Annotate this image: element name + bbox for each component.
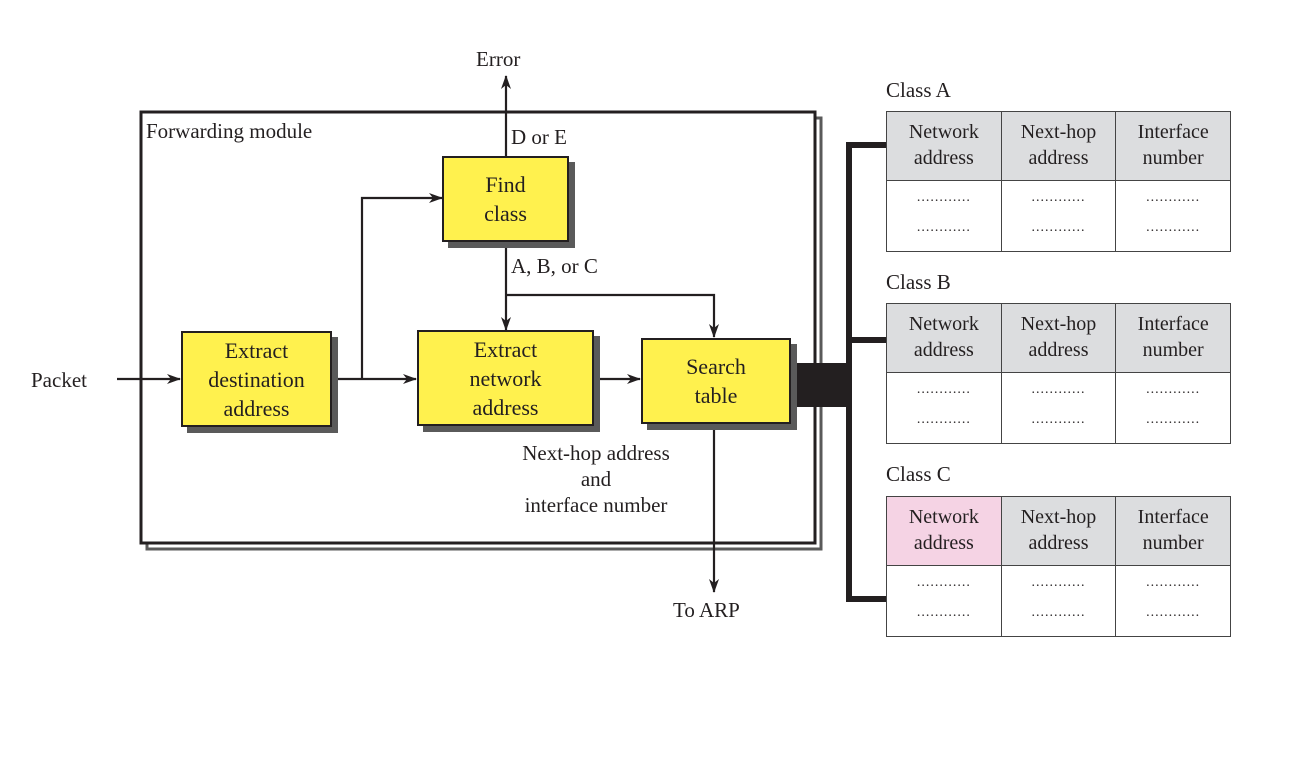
table-cell: ........................	[916, 190, 971, 235]
findclass-to-search-arrow	[506, 293, 719, 338]
extract-network-box: Extract network address	[417, 330, 594, 426]
packet-label: Packet	[31, 368, 87, 392]
find-class-box: Find class	[442, 156, 569, 242]
class-b-title: Class B	[886, 270, 951, 294]
box-line: network	[469, 365, 542, 391]
next-hop-line-3: interface number	[524, 493, 668, 517]
box-line: address	[472, 394, 539, 420]
search-table-box: Search table	[641, 338, 791, 424]
box-line: Extract	[224, 337, 289, 363]
box-line: class	[484, 201, 527, 226]
to-arp-label: To ARP	[673, 598, 740, 622]
table-cell: ........................	[1115, 566, 1230, 636]
table-cell: ........................	[1115, 181, 1230, 251]
extract-destination-box: Extract destination address	[181, 331, 332, 427]
box-line: Extract	[473, 336, 538, 362]
dest-to-findclass-arrow	[360, 193, 443, 379]
next-hop-line-2: and	[580, 467, 612, 491]
table-cell: ........................	[916, 382, 971, 427]
forwarding-module-label: Forwarding module	[146, 119, 313, 143]
table-cell: ........................	[1000, 181, 1116, 251]
box-line: Find	[485, 172, 526, 197]
table-cell: ........................	[1000, 373, 1116, 443]
a-b-or-c-label: A, B, or C	[511, 254, 598, 278]
error-label: Error	[476, 47, 521, 71]
box-line: Search	[686, 354, 746, 379]
next-hop-label: Next-hop address and interface number	[490, 440, 702, 518]
box-line: address	[223, 395, 290, 421]
class-a-title: Class A	[886, 78, 951, 102]
box-line: destination	[208, 366, 305, 392]
class-c-title: Class C	[886, 462, 951, 486]
table-cell: ........................	[1115, 373, 1230, 443]
routing-table-bus	[846, 142, 887, 602]
box-line: table	[694, 383, 738, 408]
search-table-bus-connector	[790, 363, 852, 407]
d-or-e-label: D or E	[511, 125, 567, 149]
table-cell: ........................	[916, 575, 971, 620]
table-cell: ........................	[1000, 566, 1116, 636]
next-hop-line-1: Next-hop address	[522, 441, 670, 465]
